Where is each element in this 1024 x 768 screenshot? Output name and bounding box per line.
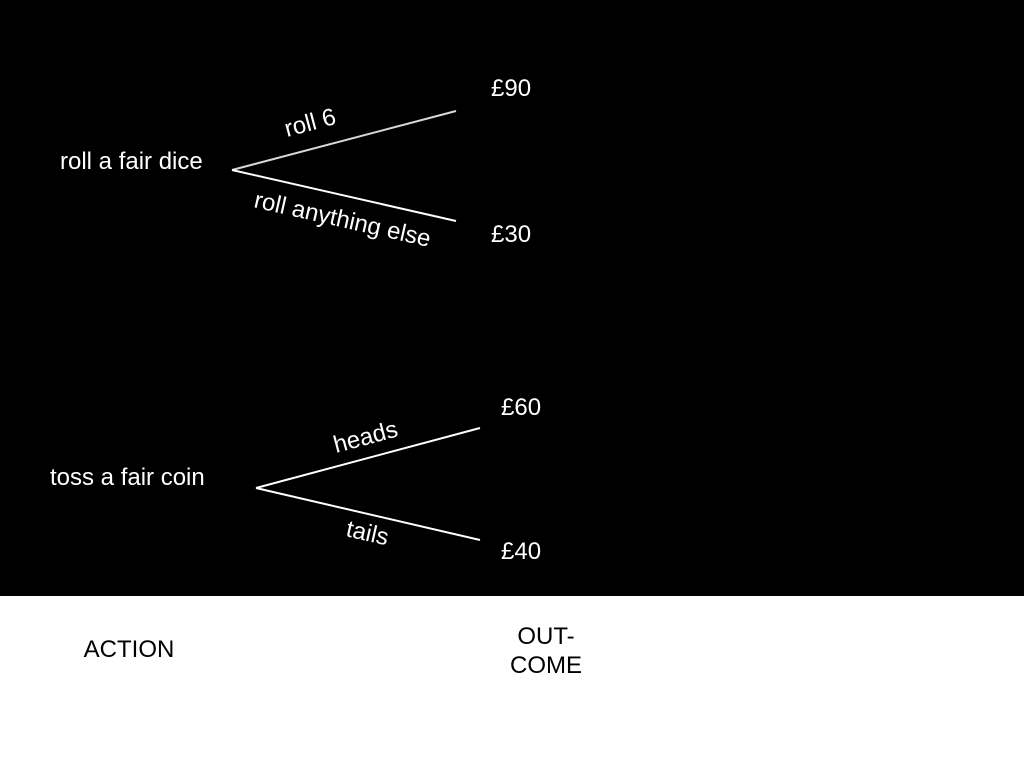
action-dice: roll a fair dice [60, 148, 203, 175]
diagram-panel [0, 0, 1024, 596]
decision-tree-diagram: roll a fair dice roll 6 roll anything el… [50, 75, 541, 565]
outcome-heads: £60 [501, 394, 541, 421]
branch-label-roll-else: roll anything else [252, 187, 434, 253]
branch-line-tails [255, 487, 481, 541]
branch-line-roll-6 [231, 110, 457, 171]
outcome-dice-else: £30 [491, 221, 531, 248]
coin-tree: toss a fair coin heads tails £60 £40 [50, 394, 541, 565]
branch-label-tails: tails [344, 516, 392, 552]
column-label-action: ACTION [83, 636, 175, 663]
column-label-outcome: OUT- COME [510, 623, 582, 679]
outcome-tails: £40 [501, 538, 541, 565]
action-coin: toss a fair coin [50, 464, 205, 491]
branch-line-roll-else [231, 169, 457, 222]
outcome-dice-6: £90 [491, 75, 531, 102]
dice-tree: roll a fair dice roll 6 roll anything el… [60, 75, 531, 253]
branch-line-heads [255, 427, 481, 489]
branch-label-roll-6: roll 6 [282, 103, 339, 143]
footer-panel [0, 596, 1024, 768]
